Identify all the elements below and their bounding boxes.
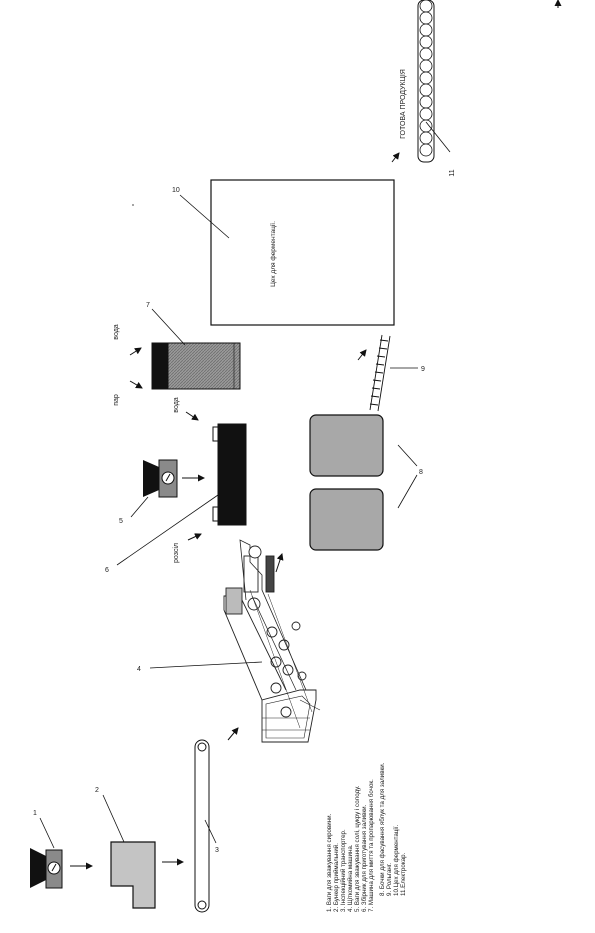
inspection-conveyor [194,739,210,913]
legend-item-5: 5. Ваги для зважування солі, цукру і сол… [354,785,361,912]
callout-3: 3 [215,847,219,854]
label-tsekh: Цех для ферментації. [269,221,277,287]
legend: 1. Ваги для зважування сировини. 2. Бунк… [326,762,407,912]
legend-item-1: 1. Ваги для зважування сировини. [326,813,333,912]
callout-1: 1 [33,810,37,817]
callout-11: 11 [449,169,456,176]
callout-5: 5 [119,518,123,525]
legend-item-9: 9. Рольганг. [386,863,393,896]
brine-preparation-tank [212,423,247,526]
legend-item-4: 4. Щіткомийна машина. [347,844,354,912]
barrel-washing-machine [151,342,241,390]
callout-9: 9 [421,366,425,373]
salt-sugar-malt-scale [143,459,178,498]
legend-item-6: 6. Збірник для приготування заливки. [361,804,368,912]
legend-item-8: 8. Бочки для фасування яблук та для зали… [379,762,386,896]
callout-6: 6 [105,567,109,574]
barrel-1 [309,414,384,477]
label-hotova: ГОТОВА ПРОДУКЦІЯ [400,69,407,139]
label-rozsil: розсіл [172,543,180,563]
label-voda-top: вода [113,324,120,339]
callout-4: 4 [137,666,141,673]
label-par: пар [113,394,120,406]
raw-material-scale [30,848,63,889]
legend-item-10: 10.Цех для ферментації. [393,824,400,896]
receiving-hopper [110,841,156,909]
legend-item-7: 7. Машина для миття та пропарювання бочо… [368,779,375,912]
label-voda-tank: вода [173,397,180,412]
roller-conveyor [369,334,391,412]
legend-item-2: 2. Бункер приймальний. [333,843,340,912]
callout-2: 2 [95,787,99,794]
fermentation-shop [210,179,395,326]
legend-item-11: 11.Електрокар. [400,852,407,896]
callout-8: 8 [419,469,423,476]
barrel-2 [309,488,384,551]
brush-washing-machine [223,539,321,743]
electric-cart [417,0,435,163]
callout-7: 7 [146,302,150,309]
callout-10: 10 [172,187,180,194]
legend-item-3: 3. Інспекційний транспортер. [340,829,347,912]
